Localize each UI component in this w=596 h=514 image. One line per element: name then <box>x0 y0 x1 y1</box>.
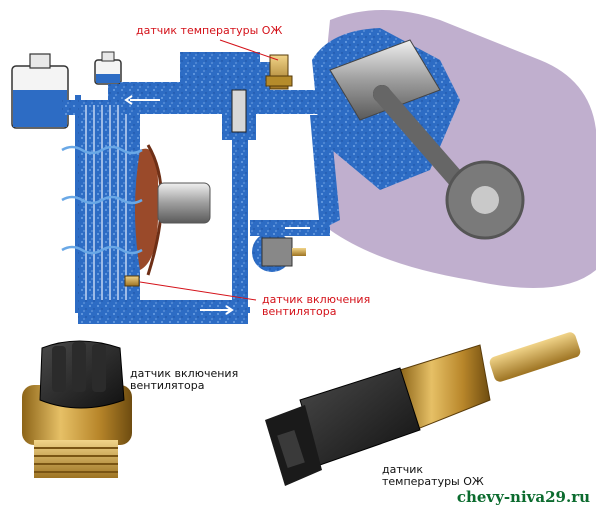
fan-switch-small <box>124 275 140 287</box>
label-fan-switch-photo-line2: вентилятора <box>130 379 205 392</box>
coolant-pipes <box>62 52 340 324</box>
flow-arrows <box>124 95 310 315</box>
label-coolant-temp-sensor: датчик температуры ОЖ <box>136 24 283 37</box>
radiator-cap <box>94 51 122 85</box>
coolant-temp-sensor <box>265 54 293 90</box>
label-coolant-temp-photo-line2: температуры ОЖ <box>382 475 484 488</box>
fan-switch-leader <box>139 281 257 301</box>
label-fan-switch-line2: вентилятора <box>262 305 337 318</box>
label-fan-switch-line1: датчик включения <box>262 293 371 306</box>
coolant-temp-photo <box>265 332 581 486</box>
water-pump <box>252 232 306 272</box>
airflow-arrows <box>61 145 143 255</box>
engine-cylinder <box>312 28 525 240</box>
label-fan-switch-photo-line1: датчик включения <box>130 367 239 380</box>
watermark: chevy-niva29.ru <box>456 488 590 506</box>
fan-switch-photo <box>22 340 132 478</box>
coolant-temp-leader <box>219 39 279 61</box>
cooling-fan <box>135 144 211 276</box>
label-coolant-temp-photo-line1: датчик <box>382 463 424 476</box>
expansion-tank <box>11 53 69 129</box>
